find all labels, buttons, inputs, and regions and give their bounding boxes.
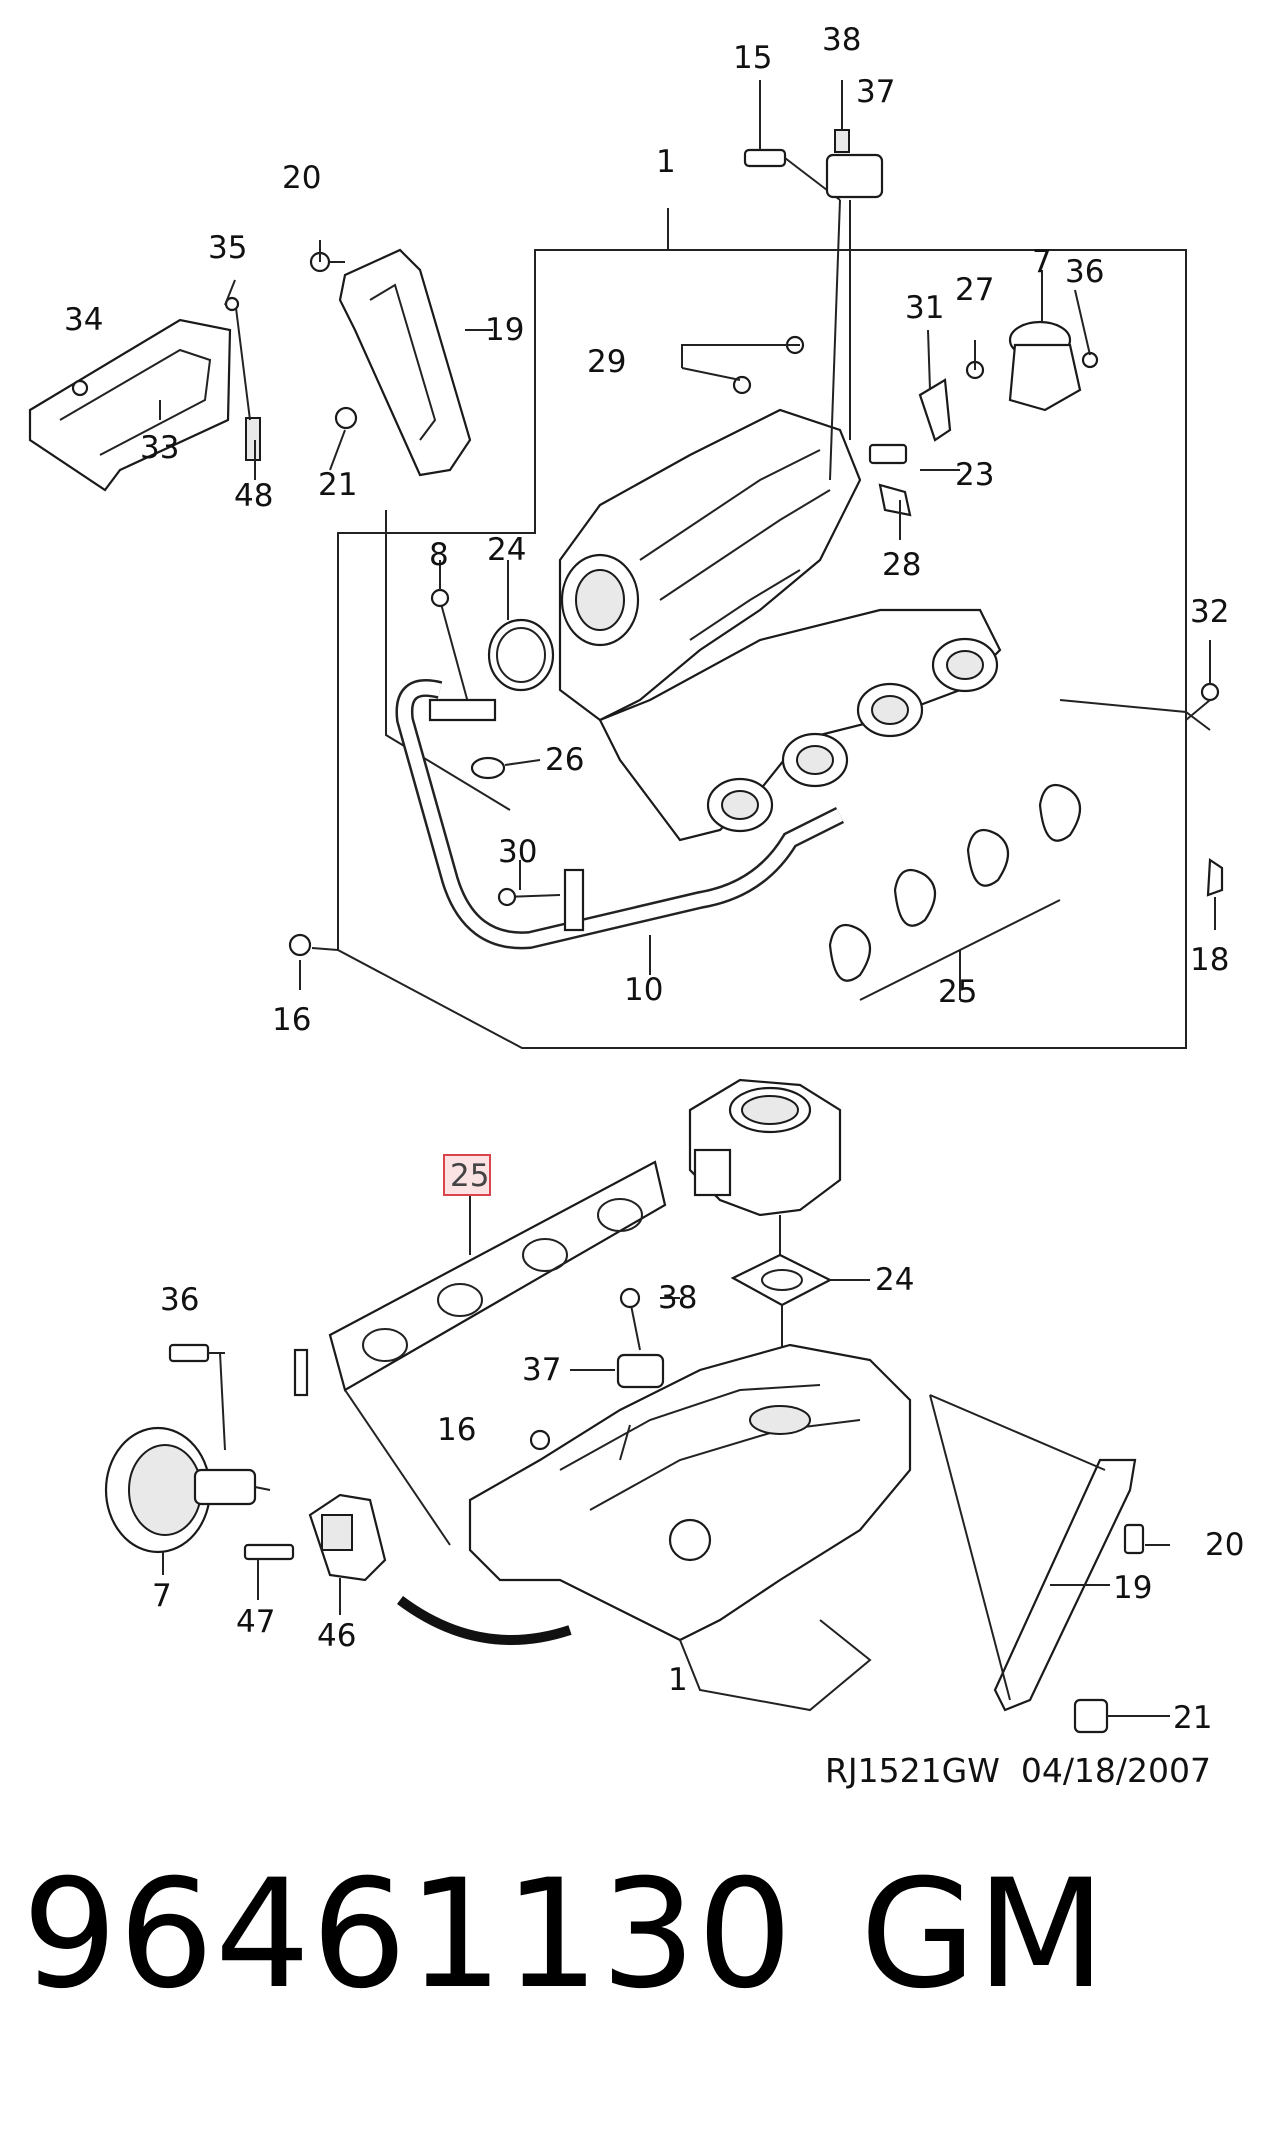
- callout-32: 32: [1190, 594, 1229, 630]
- callout-37: 37: [856, 74, 895, 110]
- throttle-body: [688, 1078, 842, 1260]
- callout-20-lower: 20: [1205, 1527, 1244, 1563]
- gaskets-25-upper: [828, 783, 1082, 1001]
- callout-21-lower: 21: [1173, 1700, 1212, 1736]
- diagram-reference-code: RJ1521GW 04/18/2007: [825, 1751, 1211, 1790]
- part-number: 96461130: [22, 1848, 794, 2022]
- callout-1: 1: [656, 144, 676, 180]
- parts-diagram: 1 15 38 37 20 35 34 19 33 21 48 29 31 27…: [28, 22, 1244, 1790]
- bracket-19-upper: [309, 248, 472, 477]
- upper-leader-lines: [159, 80, 1216, 990]
- callout-31: 31: [905, 290, 944, 326]
- intake-manifold-lower: [468, 1343, 912, 1712]
- callout-25-highlighted[interactable]: 25: [450, 1158, 489, 1194]
- callout-46-lower: 46: [317, 1618, 356, 1654]
- callout-30: 30: [498, 834, 537, 870]
- callout-20: 20: [282, 160, 321, 196]
- callout-19: 19: [485, 312, 524, 348]
- callout-36-lower: 36: [160, 1282, 199, 1318]
- callout-19-lower: 19: [1113, 1570, 1152, 1606]
- callout-1-lower: 1: [668, 1662, 688, 1698]
- callout-8: 8: [429, 537, 449, 573]
- vacuum-actuator-lower: [104, 1426, 271, 1575]
- bracket-19-lower: [929, 1394, 1170, 1734]
- gasket-25-lower: [328, 1160, 667, 1546]
- callout-28: 28: [882, 547, 921, 583]
- solenoid-46: [308, 1493, 387, 1582]
- highlight-box-25: [443, 1154, 491, 1196]
- brand-name: GM: [860, 1848, 1106, 2022]
- lower-assembly: [104, 1078, 1170, 1734]
- callout-33: 33: [140, 430, 179, 466]
- vacuum-actuator-upper: [868, 270, 1099, 517]
- upper-assembly: [28, 80, 1224, 1049]
- callout-24: 24: [487, 532, 526, 568]
- callout-29: 29: [587, 344, 626, 380]
- callout-25: 25: [938, 974, 977, 1010]
- callout-16-lower: 16: [437, 1412, 476, 1448]
- callout-16: 16: [272, 1002, 311, 1038]
- callout-38: 38: [822, 22, 861, 58]
- callout-36: 36: [1065, 254, 1104, 290]
- callout-37-lower: 37: [522, 1352, 561, 1388]
- callout-27: 27: [955, 272, 994, 308]
- intake-manifold-upper: [558, 408, 1002, 842]
- callout-24-lower: 24: [875, 1262, 914, 1298]
- bracket-33: [28, 296, 261, 492]
- callout-7: 7: [1032, 244, 1052, 280]
- callout-23: 23: [955, 457, 994, 493]
- callout-47-lower: 47: [236, 1604, 275, 1640]
- callout-21: 21: [318, 467, 357, 503]
- callout-26: 26: [545, 742, 584, 778]
- callout-34: 34: [64, 302, 103, 338]
- callout-10: 10: [624, 972, 663, 1008]
- callout-48: 48: [234, 478, 273, 514]
- callout-38-lower: 38: [658, 1280, 697, 1316]
- callout-15: 15: [733, 40, 772, 76]
- callout-18: 18: [1190, 942, 1229, 978]
- callout-7-lower: 7: [152, 1578, 172, 1614]
- callout-35: 35: [208, 230, 247, 266]
